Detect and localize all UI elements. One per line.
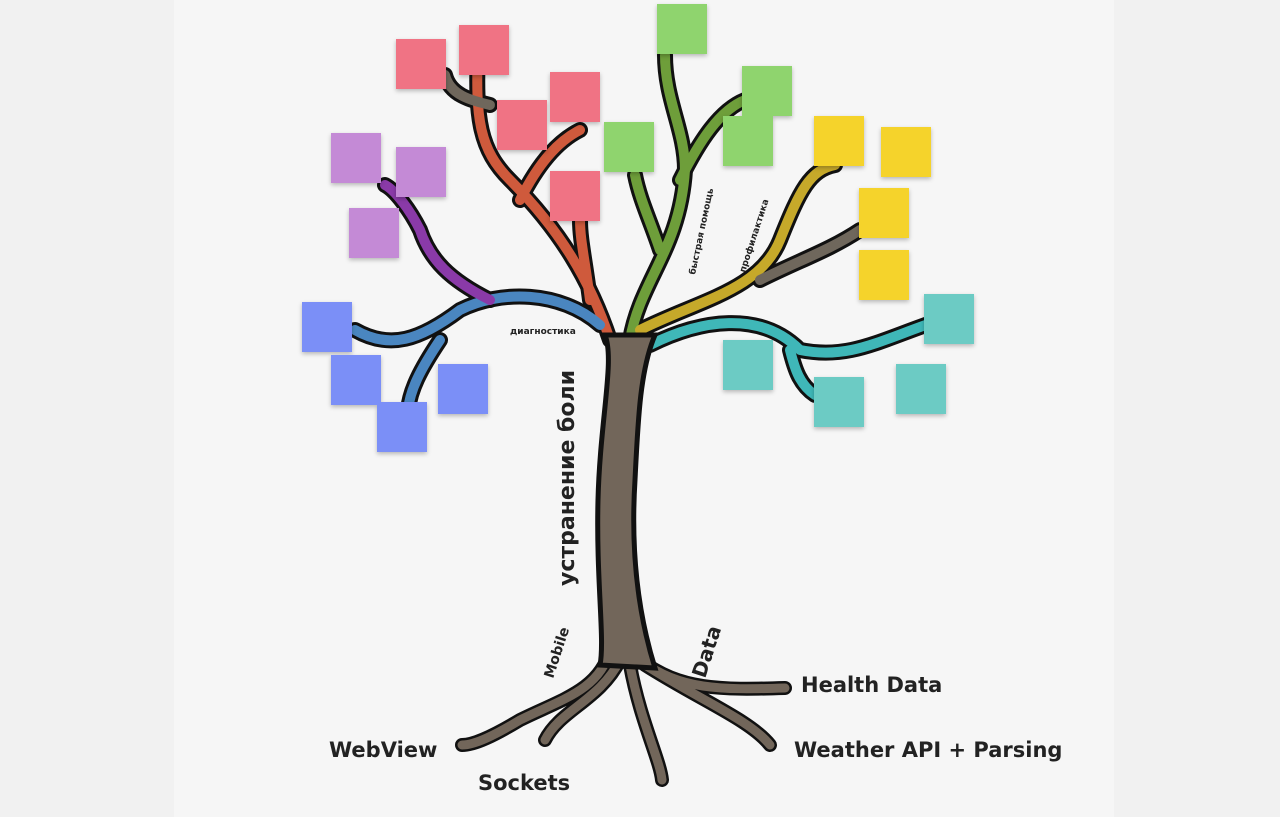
root-label-mobile: Mobile [542,625,573,680]
sticky-note-purple [349,208,399,258]
root-item-weather: Weather API + Parsing [794,738,1062,762]
sticky-note-green [742,66,792,116]
sticky-note-teal [814,377,864,427]
sticky-note-pink [550,72,600,122]
branch-plain [755,225,865,285]
sticky-note-purple [331,133,381,183]
sticky-note-yellow [859,250,909,300]
sticky-note-teal [723,340,773,390]
sticky-note-green [657,4,707,54]
sticky-note-blue [377,402,427,452]
sticky-note-teal [896,364,946,414]
sticky-note-pink [459,25,509,75]
sticky-note-blue [438,364,488,414]
sticky-note-purple [396,147,446,197]
sticky-note-blue [302,302,352,352]
sticky-note-pink [396,39,446,89]
sticky-note-yellow [814,116,864,166]
branch-yellow [635,160,840,335]
branch-blue [350,291,605,346]
sticky-note-yellow [859,188,909,238]
sticky-note-blue [331,355,381,405]
sticky-note-pink [497,100,547,150]
root-label-data: Data [687,623,726,681]
sticky-note-green [604,122,654,172]
trunk-label: устранение боли [555,370,580,586]
branch-plain [440,70,495,110]
branch-teal [645,315,945,358]
branch-label-diagnostics: диагностика [510,327,576,337]
branch-pink [515,125,585,205]
branch-pink [575,215,595,305]
branch-label-quick-help: быстрая помощь [687,187,716,276]
root-fill [457,645,790,785]
branch-green [630,170,665,255]
sticky-note-pink [550,171,600,221]
root-item-sockets: Sockets [478,771,570,795]
branch-green [675,95,750,185]
sticky-note-green [723,116,773,166]
branch-teal [785,345,820,400]
sticky-note-yellow [881,127,931,177]
root-item-webview: WebView [329,738,437,762]
sticky-notes [302,4,974,452]
sticky-note-teal [924,294,974,344]
root-item-health-data: Health Data [801,673,942,697]
trunk [595,332,659,671]
